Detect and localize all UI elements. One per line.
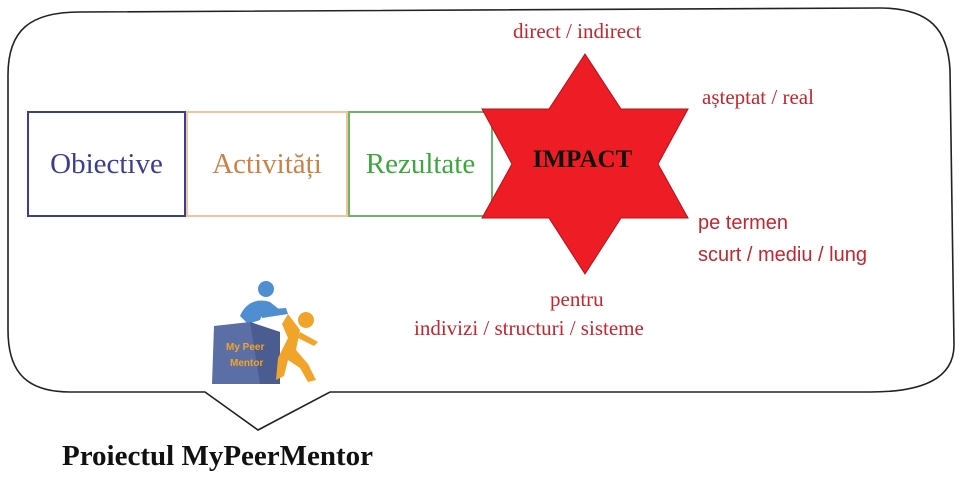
note-for-line2: indivizi / structuri / sisteme (414, 316, 644, 340)
note-for-line1: pentru (550, 287, 604, 311)
activities-label: Activități (212, 147, 322, 180)
note-expected-real: așteptat / real (702, 85, 814, 109)
results-box: Rezultate (348, 111, 493, 217)
logo-text-line2: Mentor (230, 358, 263, 369)
note-term-line2: scurt / mediu / lung (698, 244, 867, 266)
project-caption: Proiectul MyPeerMentor (62, 440, 374, 472)
note-term-line1: pe termen (698, 212, 789, 234)
activities-box: Activități (186, 111, 348, 217)
note-direct-indirect: direct / indirect (513, 19, 642, 43)
impact-star-icon (481, 53, 689, 275)
objective-box: Obiective (27, 111, 186, 217)
objective-label: Obiective (50, 147, 163, 180)
mypeermentor-logo: My Peer Mentor (212, 281, 318, 384)
logo-text-line1: My Peer (226, 342, 264, 353)
results-label: Rezultate (365, 147, 476, 180)
impact-label: IMPACT (532, 146, 633, 173)
